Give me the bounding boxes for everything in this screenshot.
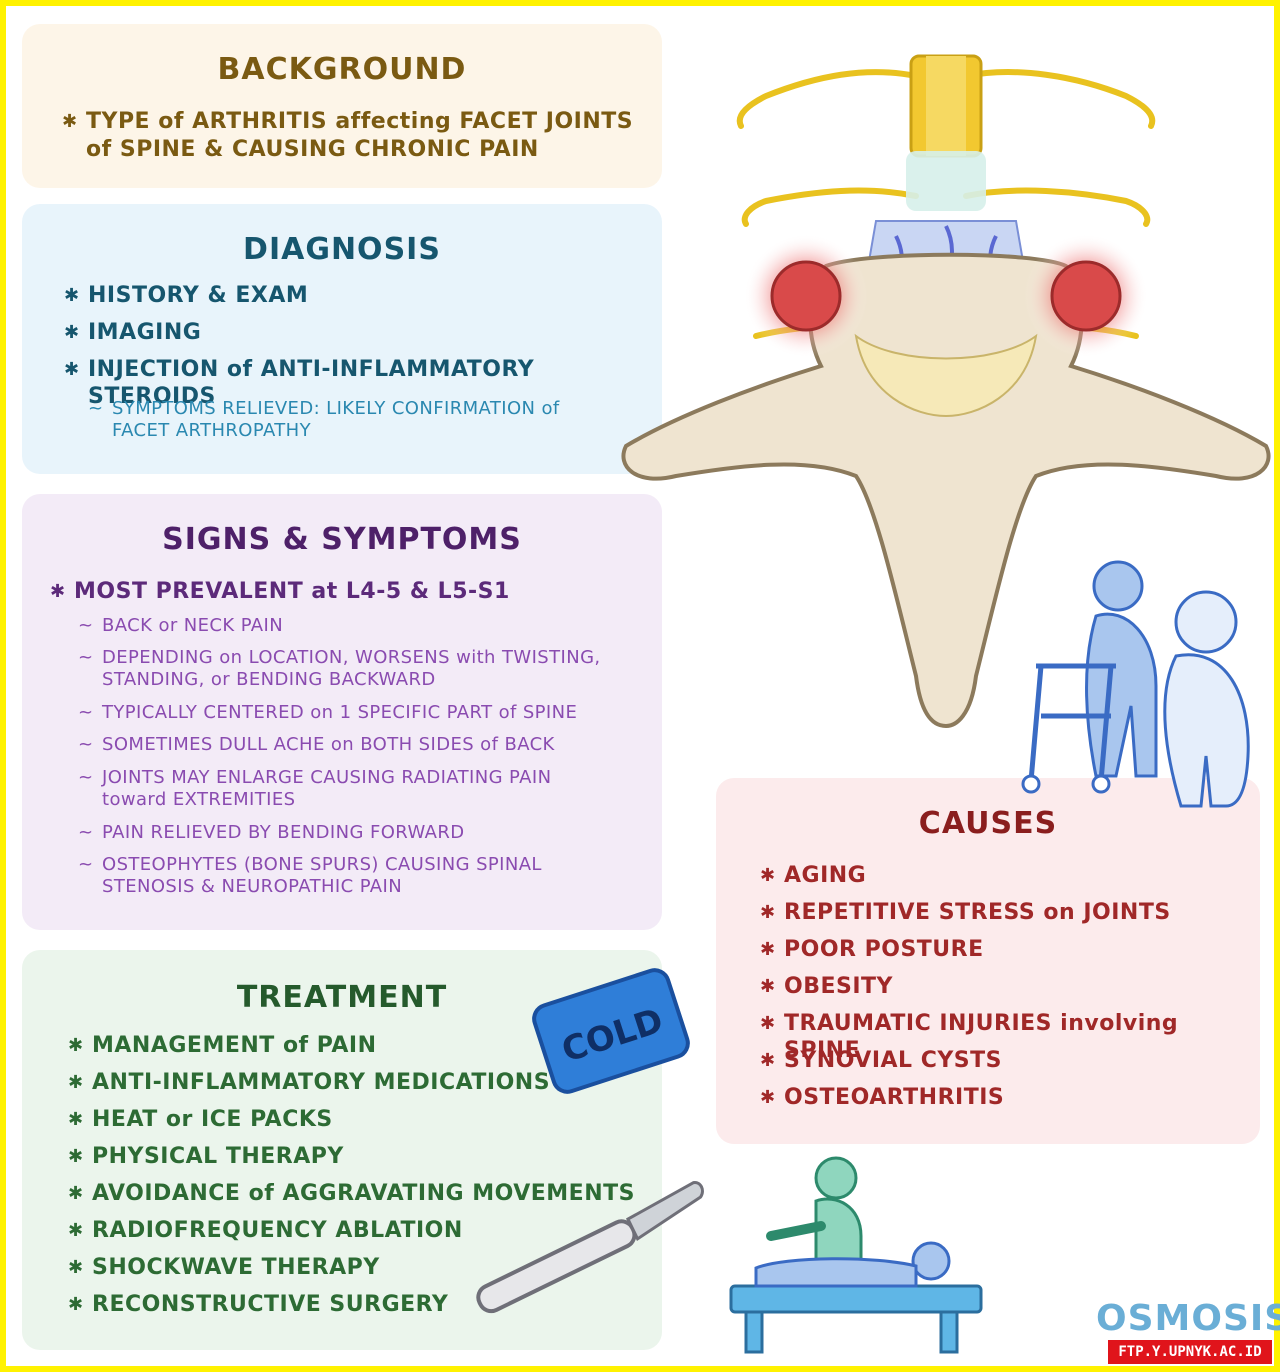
bullet-star-icon: ✱ (68, 1220, 84, 1241)
tilde-bullet-icon: ~ (78, 647, 94, 668)
signs-subitem: ~BACK or NECK PAIN (78, 615, 284, 636)
treatment-item: ✱HEAT or ICE PACKS (68, 1107, 333, 1132)
scalpel-blade-icon (625, 1181, 704, 1242)
signs-subitem: ~TYPICALLY CENTERED on 1 SPECIFIC PART o… (78, 702, 578, 723)
signs-subitem: ~PAIN RELIEVED BY BENDING FORWARD (78, 822, 465, 843)
treatment-item: ✱MANAGEMENT of PAIN (68, 1033, 377, 1058)
bullet-star-icon: ✱ (760, 1013, 776, 1034)
bullet-star-icon: ✱ (760, 1050, 776, 1071)
bullet-star-icon: ✱ (64, 285, 80, 306)
bullet-star-icon: ✱ (50, 581, 66, 602)
bullet-star-icon: ✱ (64, 359, 80, 380)
tilde-bullet-icon: ~ (78, 767, 94, 788)
physical-therapy-illustration (729, 1156, 983, 1354)
causes-panel: CAUSES ✱AGING ✱REPETITIVE STRESS on JOIN… (716, 778, 1260, 1144)
elderly-walker-illustration (1021, 560, 1250, 808)
causes-item: ✱OBESITY (760, 974, 893, 999)
bullet-star-icon: ✱ (64, 322, 80, 343)
causes-item: ✱OSTEOARTHRITIS (760, 1085, 1005, 1110)
treatment-item: ✱RADIOFREQUENCY ABLATION (68, 1218, 463, 1243)
patient-head-icon (911, 1241, 951, 1281)
bullet-star-icon: ✱ (68, 1035, 84, 1056)
cold-pack-illustration: COLD (532, 968, 690, 1094)
signs-subitem-continued: STENOSIS & NEUROPATHIC PAIN (102, 876, 403, 897)
bullet-star-icon: ✱ (68, 1294, 84, 1315)
diagnosis-item: ✱IMAGING (64, 320, 202, 345)
treatment-item: ✱RECONSTRUCTIVE SURGERY (68, 1292, 449, 1317)
therapy-table-icon (729, 1284, 983, 1314)
bullet-star-icon: ✱ (62, 111, 78, 132)
signs-subitem-continued: STANDING, or BENDING BACKWARD (102, 669, 436, 690)
signs-subitem: ~JOINTS MAY ENLARGE CAUSING RADIATING PA… (78, 767, 552, 788)
tilde-bullet-icon: ~ (88, 398, 104, 419)
background-item-continued: of SPINE & CAUSING CHRONIC PAIN (86, 137, 539, 162)
treatment-item: ✱ANTI-INFLAMMATORY MEDICATIONS (68, 1070, 551, 1095)
signs-subitem: ~SOMETIMES DULL ACHE on BOTH SIDES of BA… (78, 734, 555, 755)
cold-pack-icon (532, 968, 690, 1094)
ligament-icon (906, 151, 986, 211)
treatment-item: ✱PHYSICAL THERAPY (68, 1144, 344, 1169)
person-head-icon (1092, 560, 1144, 612)
treatment-title: TREATMENT (236, 980, 448, 1015)
bullet-star-icon: ✱ (68, 1072, 84, 1093)
background-item: ✱ TYPE of ARTHRITIS affecting FACET JOIN… (62, 109, 634, 134)
causes-item: ✱AGING (760, 863, 867, 888)
signs-title: SIGNS & SYMPTOMS (162, 522, 522, 557)
background-panel: BACKGROUND ✱ TYPE of ARTHRITIS affecting… (22, 24, 662, 188)
vertebra-illustration (621, 54, 1271, 729)
scalpel-illustration (476, 1181, 704, 1314)
causes-title: CAUSES (918, 806, 1058, 841)
person-head-icon (1174, 590, 1238, 654)
tilde-bullet-icon: ~ (78, 734, 94, 755)
signs-subitem-continued: toward EXTREMITIES (102, 789, 296, 810)
signs-symptoms-panel: SIGNS & SYMPTOMS ✱MOST PREVALENT at L4-5… (22, 494, 662, 930)
diagnosis-title: DIAGNOSIS (243, 232, 441, 267)
bullet-star-icon: ✱ (68, 1109, 84, 1130)
causes-item: ✱TRAUMATIC INJURIES involving SPINE (760, 1011, 1179, 1063)
signs-main-item: ✱MOST PREVALENT at L4-5 & L5-S1 (50, 579, 510, 604)
walker-icon (1028, 663, 1116, 782)
tilde-bullet-icon: ~ (78, 854, 94, 875)
bullet-star-icon: ✱ (760, 976, 776, 997)
causes-item: ✱REPETITIVE STRESS on JOINTS (760, 900, 1171, 925)
person-body-icon (1163, 653, 1250, 808)
signs-subitem: ~DEPENDING on LOCATION, WORSENS with TWI… (78, 647, 601, 668)
bullet-star-icon: ✱ (760, 939, 776, 960)
therapist-head-icon (814, 1156, 858, 1200)
tilde-bullet-icon: ~ (78, 822, 94, 843)
background-title: BACKGROUND (217, 52, 467, 87)
causes-item: ✱POOR POSTURE (760, 937, 984, 962)
bullet-star-icon: ✱ (760, 1087, 776, 1108)
diagnosis-item: ✱INJECTION of ANTI-INFLAMMATORY STEROIDS (64, 357, 535, 409)
treatment-item: ✱SHOCKWAVE THERAPY (68, 1255, 380, 1280)
treatment-item: ✱AVOIDANCE of AGGRAVATING MOVEMENTS (68, 1181, 635, 1206)
tilde-bullet-icon: ~ (78, 702, 94, 723)
scalpel-handle-icon (476, 1219, 637, 1314)
diagnosis-subitem: ~SYMPTOMS RELIEVED: LIKELY CONFIRMATION … (88, 398, 560, 419)
signs-subitem: ~OSTEOPHYTES (BONE SPURS) CAUSING SPINAL (78, 854, 542, 875)
bullet-star-icon: ✱ (68, 1257, 84, 1278)
person-body-icon (1085, 612, 1158, 778)
bullet-star-icon: ✱ (760, 902, 776, 923)
diagnosis-item: ✱HISTORY & EXAM (64, 283, 309, 308)
bullet-star-icon: ✱ (68, 1183, 84, 1204)
diagnosis-subitem-continued: FACET ARTHROPATHY (112, 420, 312, 441)
vertebra-bone-icon (621, 252, 1271, 729)
patient-body-icon (754, 1257, 918, 1288)
tilde-bullet-icon: ~ (78, 615, 94, 636)
bullet-star-icon: ✱ (68, 1146, 84, 1167)
watermark-label: FTP.Y.UPNYK.AC.ID (1108, 1340, 1272, 1364)
diagnosis-panel: DIAGNOSIS ✱HISTORY & EXAM ✱IMAGING ✱INJE… (22, 204, 662, 474)
bullet-star-icon: ✱ (760, 865, 776, 886)
causes-item: ✱SYNOVIAL CYSTS (760, 1048, 1002, 1073)
osmosis-logo: OSMOSIS (1096, 1298, 1280, 1339)
